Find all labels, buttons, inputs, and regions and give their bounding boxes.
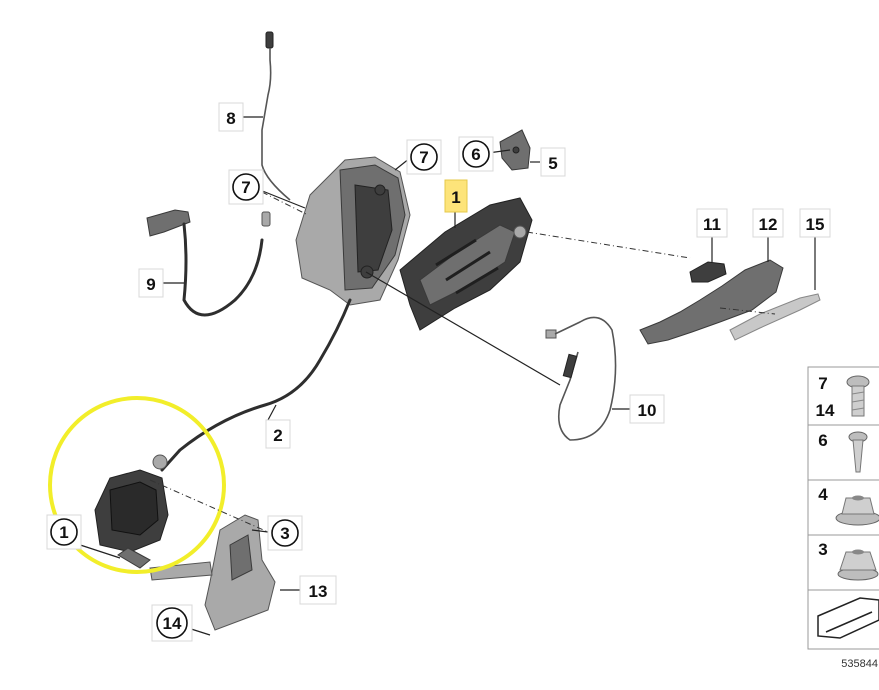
label-8[interactable]: 8 (226, 109, 235, 128)
fastener-legend: 7 14 6 4 3 (807, 366, 879, 650)
legend-label-4: 4 (818, 485, 828, 504)
label-box-9 (138, 268, 164, 298)
assembly-lines (149, 191, 776, 533)
screw-icon (848, 431, 868, 473)
bowden-cable-2 (160, 298, 352, 472)
label-box-8 (218, 102, 244, 132)
clip-symbol-icon (817, 597, 879, 639)
outer-door-handle (639, 259, 821, 345)
label-box-12 (752, 208, 784, 238)
door-lock-housing (295, 156, 411, 306)
highlight-circle (48, 396, 226, 574)
door-latch-actuator (94, 454, 169, 569)
label-box-11 (696, 208, 728, 238)
torx-bolt-icon (846, 375, 870, 417)
label-box-2 (265, 419, 291, 449)
label-box-1-highlighted (444, 179, 468, 213)
label-9[interactable]: 9 (146, 275, 155, 294)
label-1[interactable]: 1 (451, 188, 460, 207)
label-7-top[interactable]: 7 (419, 148, 428, 167)
label-box-15 (799, 208, 831, 238)
label-10[interactable]: 10 (638, 401, 657, 420)
label-6[interactable]: 6 (471, 145, 480, 164)
legend-label-6: 6 (818, 431, 827, 450)
label-12[interactable]: 12 (759, 215, 778, 234)
legend-label-14: 14 (816, 401, 835, 420)
legend-label-3: 3 (818, 540, 827, 559)
label-3[interactable]: 3 (280, 524, 289, 543)
bowden-cable-10 (545, 316, 617, 441)
bowden-cable-9 (146, 209, 271, 317)
label-7-left[interactable]: 7 (241, 178, 250, 197)
label-box-5 (540, 147, 566, 177)
label-2[interactable]: 2 (273, 426, 282, 445)
hex-nut-icon (837, 549, 879, 581)
label-13[interactable]: 13 (309, 582, 328, 601)
label-5[interactable]: 5 (548, 154, 557, 173)
label-1-lower[interactable]: 1 (59, 523, 68, 542)
label-box-13 (299, 575, 337, 605)
label-14[interactable]: 14 (163, 614, 182, 633)
lock-bracket-5 (499, 129, 531, 171)
flange-nut-icon (835, 495, 879, 526)
label-15[interactable]: 15 (806, 215, 825, 234)
legend-label-7: 7 (818, 374, 827, 393)
leader-lines (64, 116, 816, 636)
label-box-10 (629, 394, 665, 424)
handle-carrier (399, 197, 533, 331)
linkage-rod (261, 31, 291, 201)
image-number: 535844 (841, 658, 878, 670)
label-11[interactable]: 11 (703, 215, 721, 234)
